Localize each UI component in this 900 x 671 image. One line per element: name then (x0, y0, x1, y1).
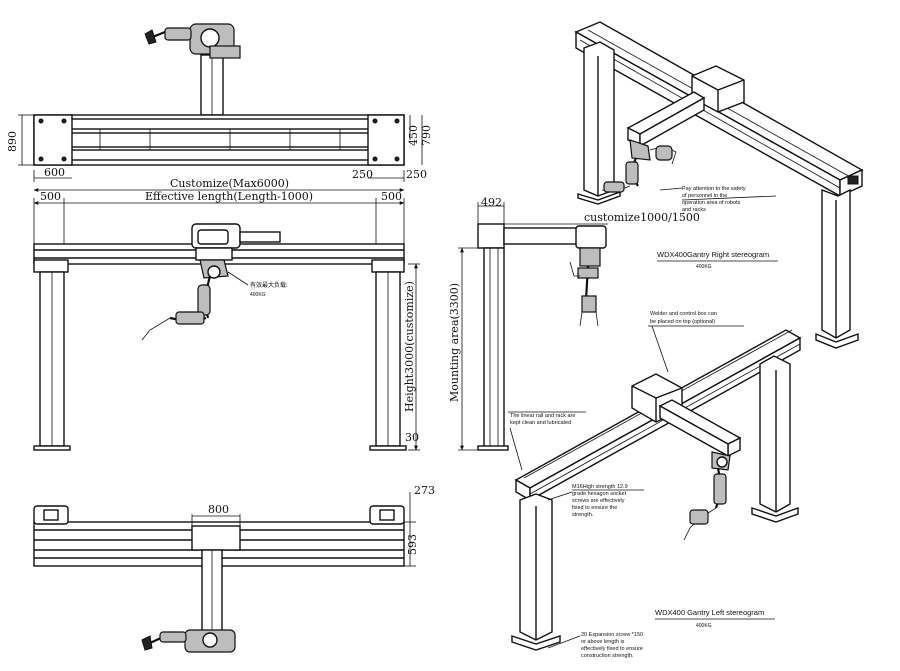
dim-600: 600 (44, 166, 65, 179)
plan-view: 800 273 593 (33, 484, 435, 653)
expansion-note-1: 20 Expansion screw *150 (581, 632, 643, 638)
side-view: 492 customize1000/1500 Mounting area(330… (448, 196, 700, 451)
screw-note-4: fixed to ensure the (572, 505, 617, 511)
mounting-area-label: Mounting area(3300) (448, 283, 461, 402)
dim-250-b: 250 (406, 168, 427, 181)
rail-note-2: kept clean and lubricated (510, 420, 571, 426)
load-note-kg: 400KG (250, 292, 266, 298)
safety-note-2: of personnel in the (682, 193, 727, 199)
safety-note-1: Pay attention to the safety (682, 186, 746, 192)
expansion-note-4: construction strength. (581, 653, 634, 659)
safety-note-3: operation area of robots (682, 200, 741, 206)
dim-273: 273 (414, 484, 435, 497)
left-stereogram: The linear rail and rack are kept clean … (508, 329, 802, 659)
dim-790: 790 (420, 125, 433, 146)
right-stereogram-title: WDX400Gantry Right stereogram (657, 250, 769, 259)
left-stereogram-subtitle: 400KG (696, 623, 712, 629)
front-robot (141, 247, 233, 341)
front-view: 500 500 Effective length(Length-1000) (33, 190, 420, 451)
dim-500-right: 500 (381, 190, 402, 203)
screw-note-5: strength. (572, 512, 594, 518)
dim-250-a: 250 (352, 168, 373, 181)
height-label: Height3000(customize) (403, 281, 416, 412)
right-stereogram: Pay attention to the safety of personnel… (574, 21, 864, 373)
span-label: Customize(Max6000) (170, 177, 289, 190)
front-top-view: 890 450 790 600 250 250 Customize(Max600… (6, 23, 433, 192)
expansion-note-3: effectively fixed to ensure (581, 646, 643, 652)
dim-492: 492 (481, 196, 502, 209)
plan-robot (141, 629, 236, 653)
load-note-cn: 有效最大负载: (250, 281, 288, 289)
dim-500-left: 500 (40, 190, 61, 203)
side-robot (569, 247, 601, 327)
reach-label: customize1000/1500 (584, 211, 700, 224)
dim-30: 30 (405, 431, 419, 444)
expansion-note-2: or above length is (581, 639, 625, 645)
screw-note-3: screws are effectively (572, 498, 625, 504)
right-stereogram-subtitle: 400KG (696, 264, 712, 270)
screw-note-1: M16High strength 12.9 (572, 484, 628, 490)
safety-note-4: and racks (682, 207, 706, 213)
left-stereogram-title: WDX400 Gantry Left stereogram (655, 608, 764, 617)
dim-450: 450 (407, 125, 420, 146)
control-box-note-1: Welder and control box can (650, 311, 717, 317)
right-robot (601, 139, 677, 193)
rail-note-1: The linear rail and rack are (510, 413, 575, 419)
dim-890: 890 (6, 131, 19, 152)
top-robot (144, 23, 241, 116)
dim-593: 593 (406, 534, 419, 555)
screw-note-2: grade hexagon socket (572, 491, 627, 497)
control-box-note-2: be placed on top (optional) (650, 319, 715, 325)
left-robot (683, 451, 731, 541)
dim-800: 800 (208, 503, 229, 516)
effective-length-label: Effective length(Length-1000) (145, 190, 313, 203)
